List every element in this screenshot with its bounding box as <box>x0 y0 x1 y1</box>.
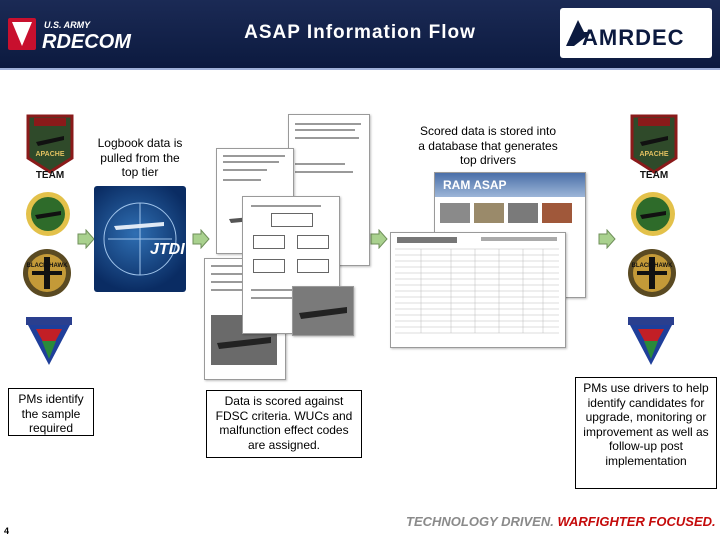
blackhawk-emblem-left: BLACK HAWK <box>22 247 72 299</box>
jtdi-logbook-image: JTDI <box>94 186 186 292</box>
amrdec-logo-text: AMRDEC <box>582 25 685 50</box>
fdsc-scoring-box: Data is scored against FDSC criteria. WU… <box>206 390 362 458</box>
footer-tagline: TECHNOLOGY DRIVEN. WARFIGHTER FOCUSED. <box>406 514 716 529</box>
flow-arrow-2 <box>192 228 210 254</box>
blackhawk-label-right: BLACK HAWK <box>632 263 674 269</box>
blackhawk-emblem-right: BLACK HAWK <box>627 247 677 299</box>
helicopter-photo-doc <box>292 286 354 336</box>
rdecom-logo: U.S. ARMY RDECOM <box>6 8 161 60</box>
utility-shield-right <box>626 315 676 367</box>
rdecom-logo-main-text: RDECOM <box>42 31 132 53</box>
jtdi-label: JTDI <box>150 241 185 258</box>
pm-sample-box: PMs identify the sample required <box>8 388 94 436</box>
logbook-data-text: Logbook data is pulled from the top tier <box>92 136 188 180</box>
apache-label-left: APACHE <box>35 151 64 158</box>
pm-drivers-box: PMs use drivers to help identify candida… <box>575 377 717 489</box>
header-divider <box>0 68 720 70</box>
apache-team-emblem-right: APACHE TEAM <box>628 112 680 181</box>
aviation-seal-left <box>25 191 71 237</box>
top-drivers-table <box>390 232 566 348</box>
slide-title: ASAP Information Flow <box>244 22 476 43</box>
blackhawk-label-left: BLACK HAWK <box>27 263 69 269</box>
scored-data-text: Scored data is stored into a database th… <box>418 124 558 168</box>
amrdec-logo: AMRDEC <box>560 8 712 58</box>
utility-shield-left <box>24 315 74 367</box>
flow-arrow-1 <box>77 228 95 254</box>
footer-tagline-part2: WARFIGHTER FOCUSED. <box>557 514 716 529</box>
ram-asap-label: RAM ASAP <box>443 178 507 192</box>
page-number: 4 <box>4 526 10 536</box>
rdecom-logo-top-text: U.S. ARMY <box>44 20 91 30</box>
footer-tagline-part1: TECHNOLOGY DRIVEN. <box>406 514 554 529</box>
flow-arrow-3 <box>370 228 388 254</box>
apache-team-label-right: TEAM <box>640 170 668 180</box>
apache-label-right: APACHE <box>639 151 668 158</box>
flow-arrow-4 <box>598 228 616 254</box>
apache-team-label-left: TEAM <box>36 170 64 180</box>
apache-team-emblem-left: APACHE TEAM <box>24 112 76 181</box>
aviation-seal-right <box>630 191 676 237</box>
